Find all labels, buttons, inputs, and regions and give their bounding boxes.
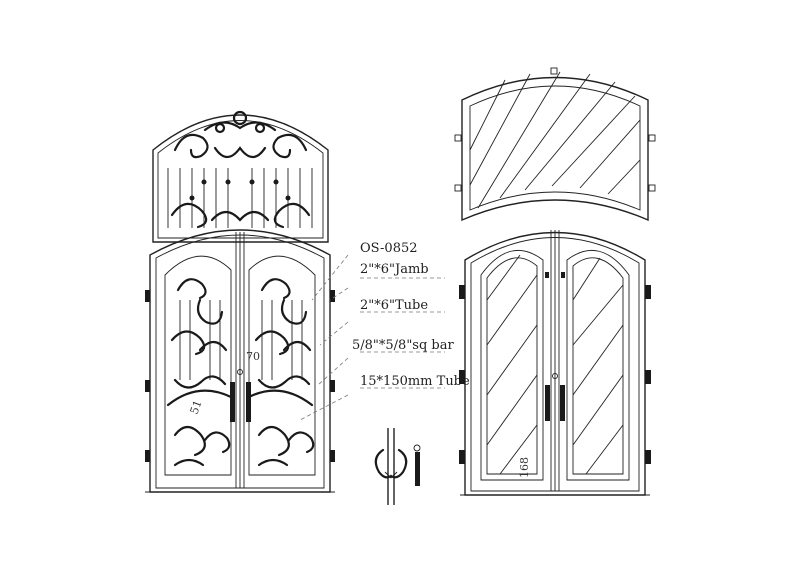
dim-left-center: 70 [246, 350, 260, 363]
left-door-right-panel [247, 255, 316, 476]
label-bottom-tube: 15*150mm Tube [360, 374, 470, 389]
dim-right-sill: 168 [518, 457, 531, 478]
left-door-frame [149, 229, 331, 493]
annotation-leaders [299, 254, 445, 421]
label-tube: 2"*6"Tube [360, 298, 428, 313]
right-door-handles [545, 272, 565, 421]
right-transom [454, 67, 656, 222]
left-door-handles [230, 369, 251, 422]
left-transom [152, 110, 329, 243]
right-door-frame [464, 230, 646, 496]
right-door-left-glass [480, 249, 544, 481]
left-door-left-panel [164, 255, 233, 476]
hinge-detail [374, 428, 408, 505]
right-door-hinges [459, 285, 651, 464]
label-sq-bar: 5/8"*5/8"sq bar [352, 338, 455, 353]
label-model: OS-0852 [360, 241, 418, 256]
dim-left-sill: 51 [188, 398, 205, 416]
left-door-hinges [145, 290, 335, 462]
handle-detail [413, 444, 421, 486]
right-door-right-glass [566, 249, 630, 481]
label-jamb: 2"*6"Jamb [360, 262, 429, 277]
